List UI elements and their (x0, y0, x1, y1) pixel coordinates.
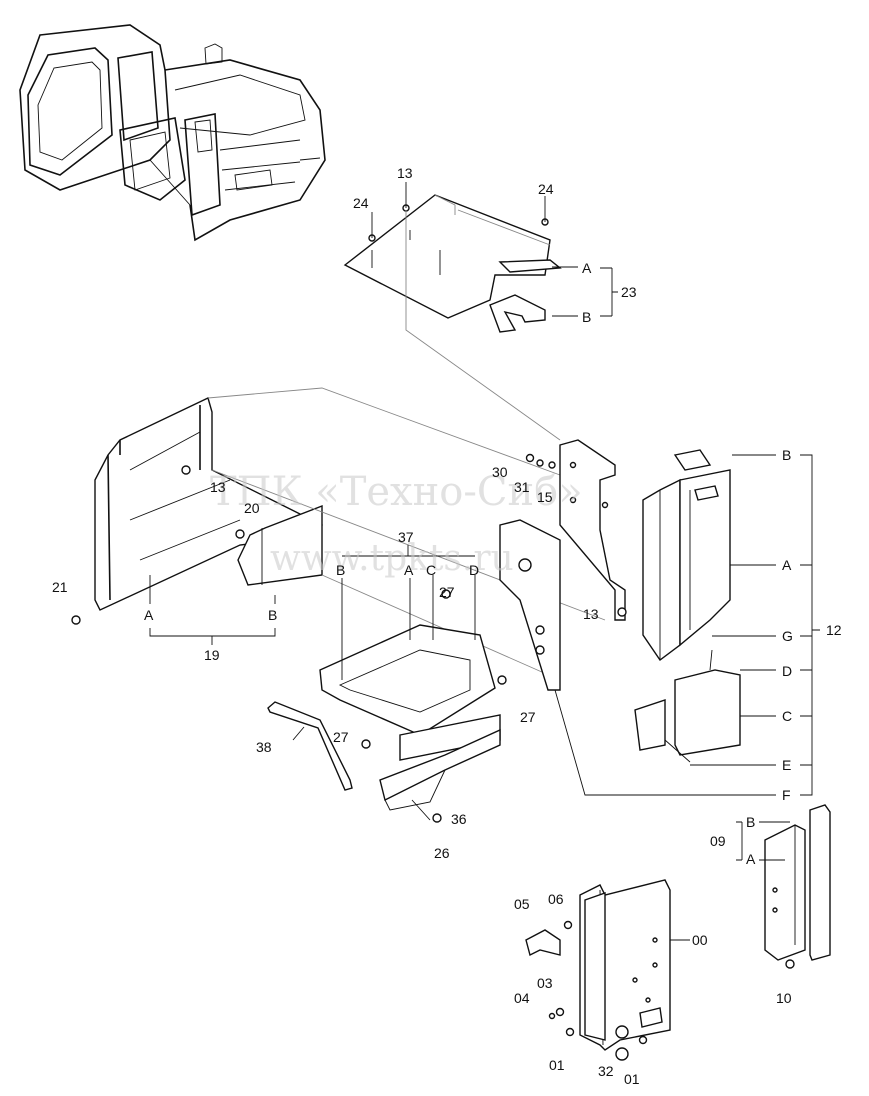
watermark-url: www.tpkts.ru (270, 538, 514, 579)
label-19: 19 (204, 647, 220, 663)
label-B-37: B (336, 562, 345, 578)
label-01-right: 01 (624, 1071, 640, 1087)
label-A-19: A (144, 607, 154, 623)
label-31: 31 (514, 479, 530, 495)
label-12: 12 (826, 622, 842, 638)
part-37-floor-cover (319, 545, 507, 823)
label-32: 32 (598, 1063, 614, 1079)
part-09-cover (736, 804, 831, 969)
excavator-cab-overview (19, 24, 326, 242)
label-B-09: B (746, 814, 755, 830)
label-13-top: 13 (397, 165, 413, 181)
label-A-37: A (404, 562, 414, 578)
label-20: 20 (244, 500, 260, 516)
label-D-37: D (469, 562, 479, 578)
label-21: 21 (52, 579, 68, 595)
part-19-side-cover (71, 387, 606, 681)
label-B-19: B (268, 607, 277, 623)
label-27-left: 27 (333, 729, 349, 745)
part-00-panel (525, 879, 690, 1061)
watermark-company: ТПК «Техно-Сиб» (210, 469, 583, 515)
label-A-12: A (782, 557, 792, 573)
label-04: 04 (514, 990, 530, 1006)
label-G-12: G (782, 628, 793, 644)
part-23-floor-plate (343, 182, 618, 441)
label-A-09: A (746, 851, 756, 867)
label-36: 36 (451, 811, 467, 827)
label-26: 26 (434, 845, 450, 861)
label-B-12: B (782, 447, 791, 463)
label-24-left: 24 (353, 195, 369, 211)
label-13-mid: 13 (583, 606, 599, 622)
callout-labels: 24 13 24 A 23 B 30 31 15 13 20 21 A B 19… (52, 165, 842, 1087)
label-01-left: 01 (549, 1057, 565, 1073)
label-37: 37 (398, 529, 414, 545)
part-12-duct-cover (499, 439, 820, 796)
label-00: 00 (692, 932, 708, 948)
label-27-right: 27 (520, 709, 536, 725)
part-38-strip (267, 701, 353, 791)
label-D-12: D (782, 663, 792, 679)
label-09: 09 (710, 833, 726, 849)
label-27-top: 27 (439, 584, 455, 600)
label-30: 30 (492, 464, 508, 480)
label-10: 10 (776, 990, 792, 1006)
label-03: 03 (537, 975, 553, 991)
label-C-37: C (426, 562, 436, 578)
label-23: 23 (621, 284, 637, 300)
label-15: 15 (537, 489, 553, 505)
label-E-12: E (782, 757, 791, 773)
label-05: 05 (514, 896, 530, 912)
label-13-left: 13 (210, 479, 226, 495)
label-38: 38 (256, 739, 272, 755)
label-24-right: 24 (538, 181, 554, 197)
label-06: 06 (548, 891, 564, 907)
label-F-12: F (782, 787, 791, 803)
label-B-23: B (582, 309, 591, 325)
label-C-12: C (782, 708, 792, 724)
label-A-23: A (582, 260, 592, 276)
